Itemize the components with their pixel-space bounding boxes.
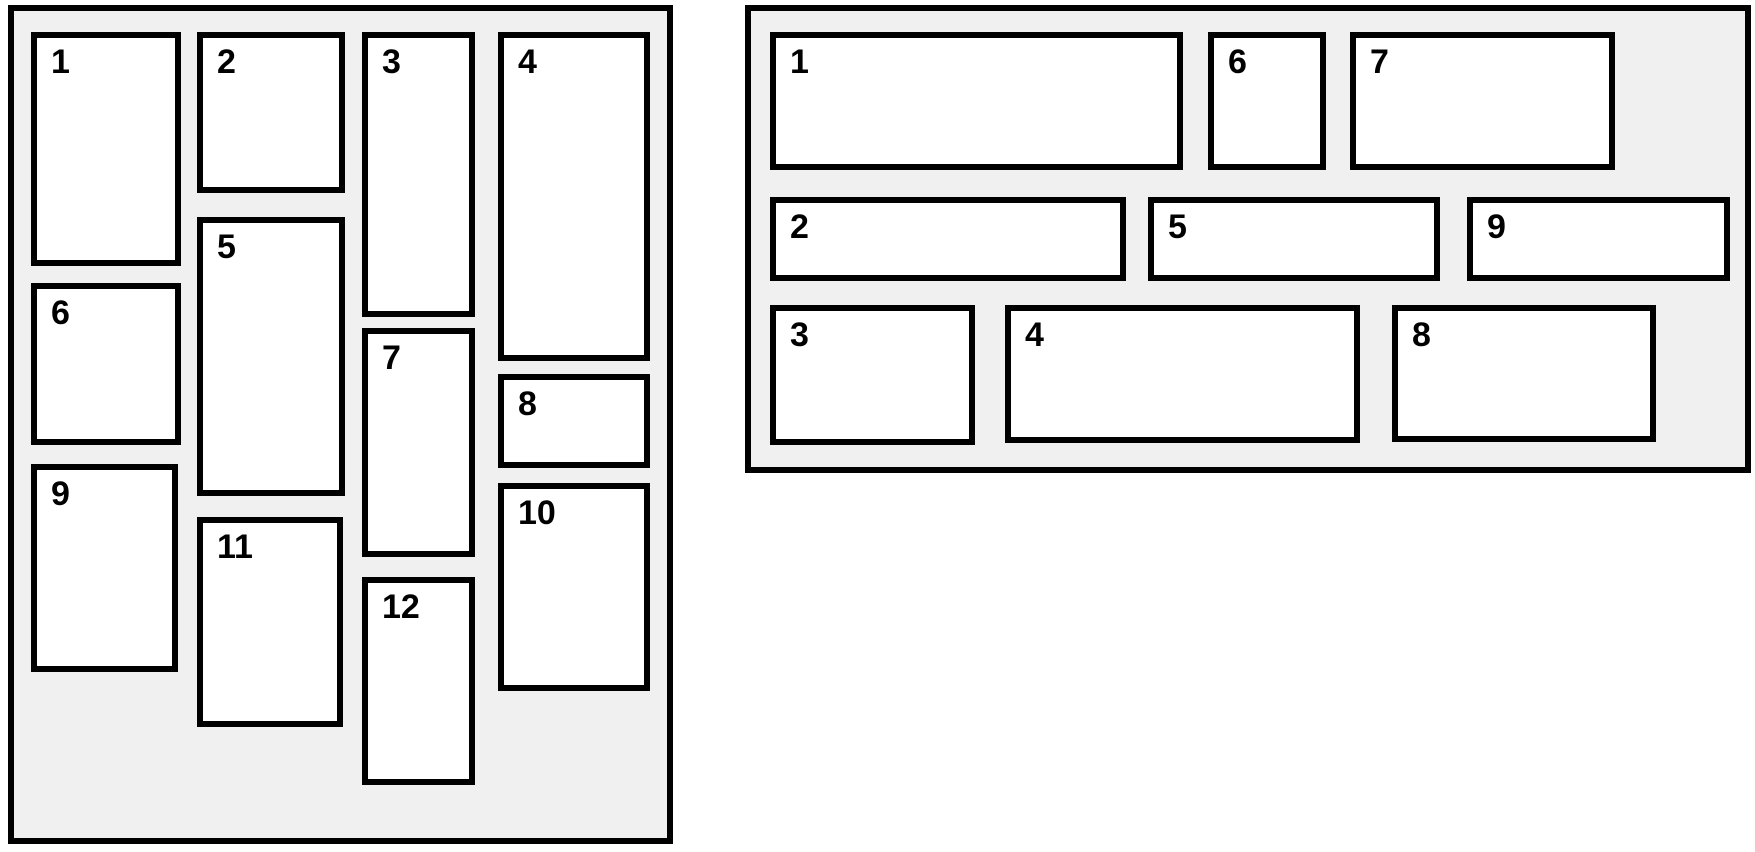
item-number: 2	[217, 43, 236, 81]
row-item-4: 4	[1005, 305, 1360, 443]
masonry-item-10: 10	[498, 483, 650, 691]
row-item-6: 6	[1208, 32, 1326, 170]
row-item-3: 3	[770, 305, 975, 445]
item-number: 1	[790, 43, 809, 81]
item-number: 4	[1025, 316, 1044, 354]
item-number: 6	[1228, 43, 1247, 81]
masonry-item-5: 5	[197, 217, 345, 496]
masonry-item-1: 1	[31, 32, 181, 266]
item-number: 10	[518, 494, 556, 532]
masonry-item-2: 2	[197, 32, 345, 193]
row-item-9: 9	[1467, 197, 1730, 281]
masonry-item-11: 11	[197, 517, 343, 727]
row-item-8: 8	[1392, 305, 1656, 442]
item-number: 6	[51, 294, 70, 332]
item-number: 12	[382, 588, 420, 626]
item-number: 9	[1487, 208, 1506, 246]
item-number: 7	[1370, 43, 1389, 81]
item-number: 4	[518, 43, 537, 81]
item-number: 5	[1168, 208, 1187, 246]
item-number: 8	[1412, 316, 1431, 354]
row-item-7: 7	[1350, 32, 1615, 170]
masonry-item-4: 4	[498, 32, 650, 361]
row-item-1: 1	[770, 32, 1183, 170]
item-number: 1	[51, 43, 70, 81]
masonry-item-9: 9	[31, 464, 178, 672]
item-number: 8	[518, 385, 537, 423]
masonry-item-3: 3	[362, 32, 475, 317]
item-number: 3	[790, 316, 809, 354]
masonry-item-7: 7	[362, 328, 475, 557]
row-item-5: 5	[1148, 197, 1440, 281]
masonry-item-6: 6	[31, 283, 181, 445]
masonry-item-8: 8	[498, 374, 650, 468]
item-number: 3	[382, 43, 401, 81]
row-item-2: 2	[770, 197, 1126, 281]
item-number: 7	[382, 339, 401, 377]
masonry-item-12: 12	[362, 577, 475, 785]
item-number: 9	[51, 475, 70, 513]
item-number: 2	[790, 208, 809, 246]
item-number: 5	[217, 228, 236, 266]
item-number: 11	[217, 528, 253, 566]
